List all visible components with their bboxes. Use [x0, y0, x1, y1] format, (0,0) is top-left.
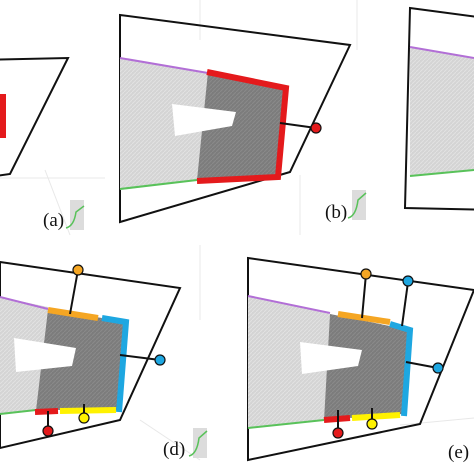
panel-e-yellow-marker — [366, 418, 378, 430]
panel-a-inset-curve — [65, 205, 85, 229]
panel-d-red-boundary — [34, 408, 59, 415]
panel-d-orange-marker — [72, 264, 84, 276]
panel-e-blue-marker-right — [432, 362, 444, 374]
panel-e-label: (e) — [448, 442, 469, 463]
panel-b-green-edge — [119, 179, 198, 190]
panel-d-inset-box — [193, 428, 207, 458]
panel-b-label: (b) — [325, 202, 347, 223]
panel-e-blue-marker-top — [402, 275, 414, 287]
panel-e-orange-marker — [360, 268, 372, 280]
panel-e-blue-connector-1 — [401, 281, 409, 327]
panel-b: (b) — [119, 13, 367, 224]
panel-a-outline — [0, 56, 70, 177]
panel-d-orange-boundary — [47, 307, 99, 321]
panel-b-red-marker — [310, 122, 322, 134]
panel-c-outline — [403, 6, 474, 211]
panel-d-yellow-marker — [78, 412, 90, 424]
panel-e-yellow-boundary — [351, 412, 401, 421]
panel-d-outline — [0, 260, 182, 450]
panel-b-connector — [279, 122, 317, 129]
panel-b-purple-edge — [119, 57, 209, 74]
panel-d-inset-curve — [188, 430, 208, 457]
panel-b-inset-box — [352, 190, 366, 220]
panel-c-green-edge — [409, 169, 474, 177]
panel-d-hole — [14, 338, 76, 372]
panel-b-light-region — [120, 58, 208, 190]
panel-b-hole — [172, 104, 236, 136]
panel-e-blue-boundary — [389, 321, 414, 417]
panel-a-inset-box — [70, 200, 84, 230]
panel-d-blue-boundary — [101, 315, 130, 413]
panel-d-blue-marker — [154, 354, 166, 366]
background-grid — [0, 0, 474, 461]
panel-a-red-boundary — [0, 94, 6, 138]
panel-d: (d) — [0, 260, 208, 460]
panel-b-dark-region — [197, 72, 285, 180]
panel-a-label: (a) — [43, 210, 64, 231]
panel-e-light-region — [248, 296, 330, 428]
panel-d-purple-edge — [0, 296, 49, 310]
panel-b-inset-curve — [347, 192, 367, 219]
panel-e-dark-region — [324, 314, 410, 420]
panel-e-purple-edge — [247, 295, 331, 314]
panel-e-orange-boundary — [337, 311, 391, 325]
panel-c — [403, 6, 474, 211]
panel-d-blue-connector — [119, 354, 161, 361]
panel-d-orange-connector — [69, 269, 79, 315]
panel-d-label: (d) — [163, 439, 185, 460]
panel-d-red-marker — [42, 425, 54, 437]
panel-e-orange-connector — [361, 273, 367, 319]
panel-b-red-boundary — [196, 69, 290, 184]
panel-d-green-edge — [0, 409, 37, 415]
panel-e-red-marker — [332, 427, 344, 439]
panel-e: (e) — [247, 256, 474, 463]
panel-e-green-edge — [247, 419, 325, 429]
panel-a: (a) — [0, 56, 85, 231]
panel-d-yellow-boundary — [59, 407, 117, 414]
panel-e-hole — [300, 342, 362, 374]
panel-c-purple-edge — [409, 46, 474, 59]
panel-c-light-region — [410, 47, 474, 176]
panel-d-dark-region — [36, 309, 126, 410]
